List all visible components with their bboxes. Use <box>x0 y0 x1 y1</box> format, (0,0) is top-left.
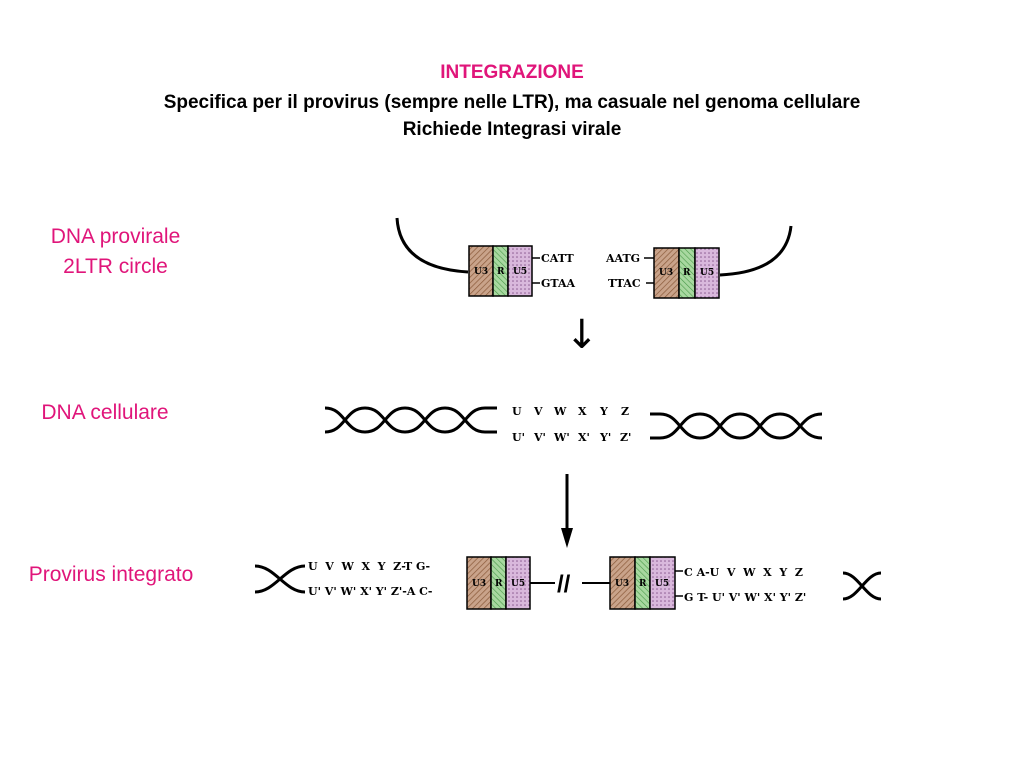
integrated-provirus: U V W X Y Z-T G- U' V' W' X' Y' Z'-A C- … <box>254 556 882 610</box>
circle-right-top-seq: AATG <box>605 252 640 265</box>
cell-bottom-base: V' <box>533 431 546 444</box>
cell-bottom-base: W' <box>553 431 570 444</box>
cellular-top-seq: U V W X Y Z <box>512 405 629 418</box>
helix-right <box>650 412 823 440</box>
ltr-right-u3-label: U3 <box>659 268 673 278</box>
helix-left <box>324 406 497 434</box>
label-dna-provirale: DNA provirale 2LTR circle <box>28 222 203 282</box>
cell-top-base: W <box>553 405 567 418</box>
ltr-int-left-u5-label: U5 <box>511 579 525 589</box>
cellular-bottom-seq: U' V' W' X' Y' Z' <box>512 431 631 444</box>
cell-bottom-base: Y' <box>599 431 611 444</box>
integrated-right-top-seq: C A-U V W X Y Z <box>684 566 803 579</box>
helix-end-right <box>842 571 882 601</box>
label-dna-provirale-line2: 2LTR circle <box>63 255 168 278</box>
subtitle-specificity: Specifica per il provirus (sempre nelle … <box>163 92 861 113</box>
ltr-box-right: U3 R U5 <box>653 247 720 299</box>
ltr-int-left-u3-label: U3 <box>472 579 486 589</box>
circle-arc-right <box>719 225 793 277</box>
cell-top-base: X <box>578 405 587 418</box>
cell-bottom-base: X' <box>578 431 590 444</box>
cellular-dna: U V W X Y Z U' V' W' X' Y' Z' <box>324 405 823 444</box>
ltr-box-integrated-right: U3 R U5 <box>609 556 676 610</box>
ltr-right-r-label: R <box>683 268 691 278</box>
label-provirus-integrato: Provirus integrato <box>28 563 194 586</box>
label-dna-cellulare: DNA cellulare <box>41 401 169 424</box>
subtitle-integrase: Richiede Integrasi virale <box>402 119 622 140</box>
ltr-box-integrated-left: U3 R U5 <box>466 556 531 610</box>
ltr-int-right-u3-label: U3 <box>615 579 629 589</box>
integrated-left-top-seq: U V W X Y Z-T G- <box>308 560 430 573</box>
circle-left-bottom-seq: GTAA <box>541 277 576 290</box>
ltr-int-right-u5-label: U5 <box>655 579 669 589</box>
ltr-box-left: U3 R U5 <box>468 245 533 297</box>
integrated-right-bottom-seq: G T- U' V' W' X' Y' Z' <box>684 591 806 604</box>
ltr-circle: U3 R U5 CATT GTAA AATG TTAC U3 R U5 <box>395 217 793 299</box>
cell-bottom-base: U' <box>512 431 525 444</box>
helix-end-left <box>254 564 306 594</box>
circle-right-bottom-seq: TTAC <box>608 277 641 290</box>
break-mark-icon: // <box>557 571 571 598</box>
cell-top-base: Y <box>599 405 608 418</box>
ltr-left-r-label: R <box>497 267 505 277</box>
ltr-int-right-r-label: R <box>639 579 647 589</box>
ltr-int-left-r-label: R <box>495 579 503 589</box>
cell-top-base: Z <box>621 405 629 418</box>
ltr-left-u3-label: U3 <box>474 267 488 277</box>
ltr-right-u5-label: U5 <box>700 268 714 278</box>
slide-title: INTEGRAZIONE <box>440 62 584 83</box>
integrated-left-bottom-seq: U' V' W' X' Y' Z'-A C- <box>308 585 433 598</box>
ltr-left-u5-label: U5 <box>513 267 527 277</box>
circle-left-top-seq: CATT <box>541 252 574 265</box>
cell-top-base: V <box>533 405 543 418</box>
label-dna-provirale-line1: DNA provirale <box>50 225 181 248</box>
arrow-down-thin-icon: ↓ <box>565 312 599 358</box>
cell-top-base: U <box>512 405 522 418</box>
cell-bottom-base: Z' <box>620 431 631 444</box>
arrow-down-thick-icon <box>561 474 573 548</box>
circle-arc-left <box>395 217 469 274</box>
header: INTEGRAZIONE Specifica per il provirus (… <box>0 60 1024 146</box>
